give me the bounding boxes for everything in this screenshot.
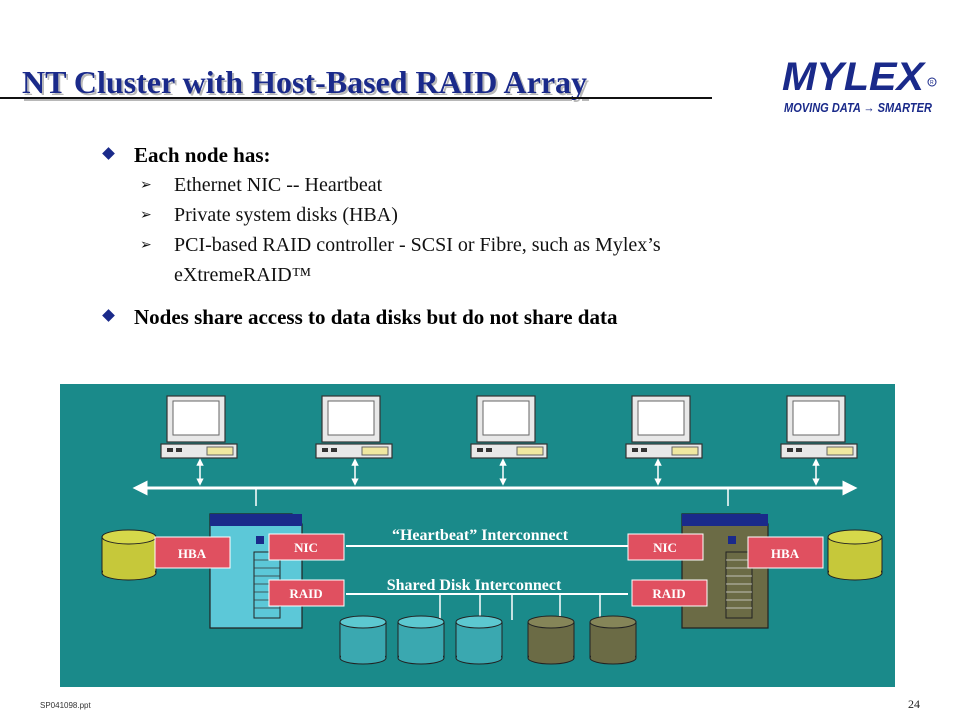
- sub-bullet-text: PCI-based RAID controller - SCSI or Fibr…: [174, 234, 661, 256]
- client-computer-5: [780, 395, 858, 459]
- left-hba-box: HBA: [154, 536, 231, 569]
- logo-tagline-text: MOVING DATA → SMARTER: [784, 100, 933, 115]
- sub-bullet-raid-cont: eXtremeRAID™: [100, 260, 860, 290]
- right-server-node: [681, 513, 769, 629]
- shared-data-disk-5: [589, 615, 637, 665]
- right-hba-box: HBA: [747, 536, 824, 569]
- sub-bullet-text: eXtremeRAID™: [174, 264, 312, 286]
- page-number: 24: [908, 697, 920, 711]
- diamond-bullet-icon: [102, 309, 115, 322]
- sub-bullet-text: Ethernet NIC -- Heartbeat: [174, 174, 383, 196]
- cluster-diagram: “Heartbeat” Interconnect Shared Disk Int…: [60, 384, 895, 687]
- sub-bullet-text: Private system disks (HBA): [174, 204, 398, 226]
- svg-text:RAID: RAID: [652, 586, 685, 601]
- right-private-disk: [827, 529, 883, 581]
- diamond-bullet-icon: [102, 147, 115, 160]
- arrowhead-bullet-icon: ➢: [140, 237, 152, 253]
- shared-data-disk-2: [397, 615, 445, 665]
- left-private-disk: [101, 529, 157, 581]
- arrowhead-bullet-icon: ➢: [140, 177, 152, 193]
- svg-text:NIC: NIC: [294, 540, 318, 555]
- footer-filename: SP041098.ppt: [40, 701, 91, 710]
- arrowhead-bullet-icon: ➢: [140, 207, 152, 223]
- title-underline-rule: [0, 97, 712, 99]
- slide-title: NT Cluster with Host-Based RAID Array: [22, 64, 588, 100]
- bullet-each-node: Each node has:: [100, 140, 860, 170]
- shared-data-disk-4: [527, 615, 575, 665]
- svg-text:NIC: NIC: [653, 540, 677, 555]
- bullet-text: Each node has:: [134, 143, 271, 167]
- sub-bullet-nic: ➢ Ethernet NIC -- Heartbeat: [100, 170, 860, 200]
- left-server-node: [209, 513, 303, 629]
- left-nic-box: NIC: [268, 533, 345, 561]
- heartbeat-label: “Heartbeat” Interconnect: [392, 527, 569, 544]
- svg-text:R: R: [930, 80, 934, 86]
- sub-bullet-raid: ➢ PCI-based RAID controller - SCSI or Fi…: [100, 230, 860, 260]
- client-computer-4: [625, 395, 703, 459]
- bullet-text: Nodes share access to data disks but do …: [134, 305, 618, 329]
- client-link-arrows: [196, 458, 820, 486]
- svg-text:RAID: RAID: [289, 586, 322, 601]
- bullet-shared-access: Nodes share access to data disks but do …: [100, 302, 860, 332]
- shared-data-disk-1: [339, 615, 387, 665]
- svg-text:HBA: HBA: [771, 546, 800, 561]
- client-computer-3: [470, 395, 548, 459]
- sub-bullet-hba: ➢ Private system disks (HBA): [100, 200, 860, 230]
- right-nic-box: NIC: [627, 533, 704, 561]
- right-raid-box: RAID: [631, 579, 708, 607]
- svg-text:HBA: HBA: [178, 546, 207, 561]
- shared-disk-label: Shared Disk Interconnect: [387, 577, 562, 594]
- shared-data-disk-3: [455, 615, 503, 665]
- left-raid-box: RAID: [268, 579, 345, 607]
- bullet-list: Each node has: ➢ Ethernet NIC -- Heartbe…: [100, 140, 860, 332]
- mylex-logo: MYLEX R MOVING DATA → SMARTER: [782, 55, 937, 115]
- logo-brand-text: MYLEX: [782, 55, 926, 99]
